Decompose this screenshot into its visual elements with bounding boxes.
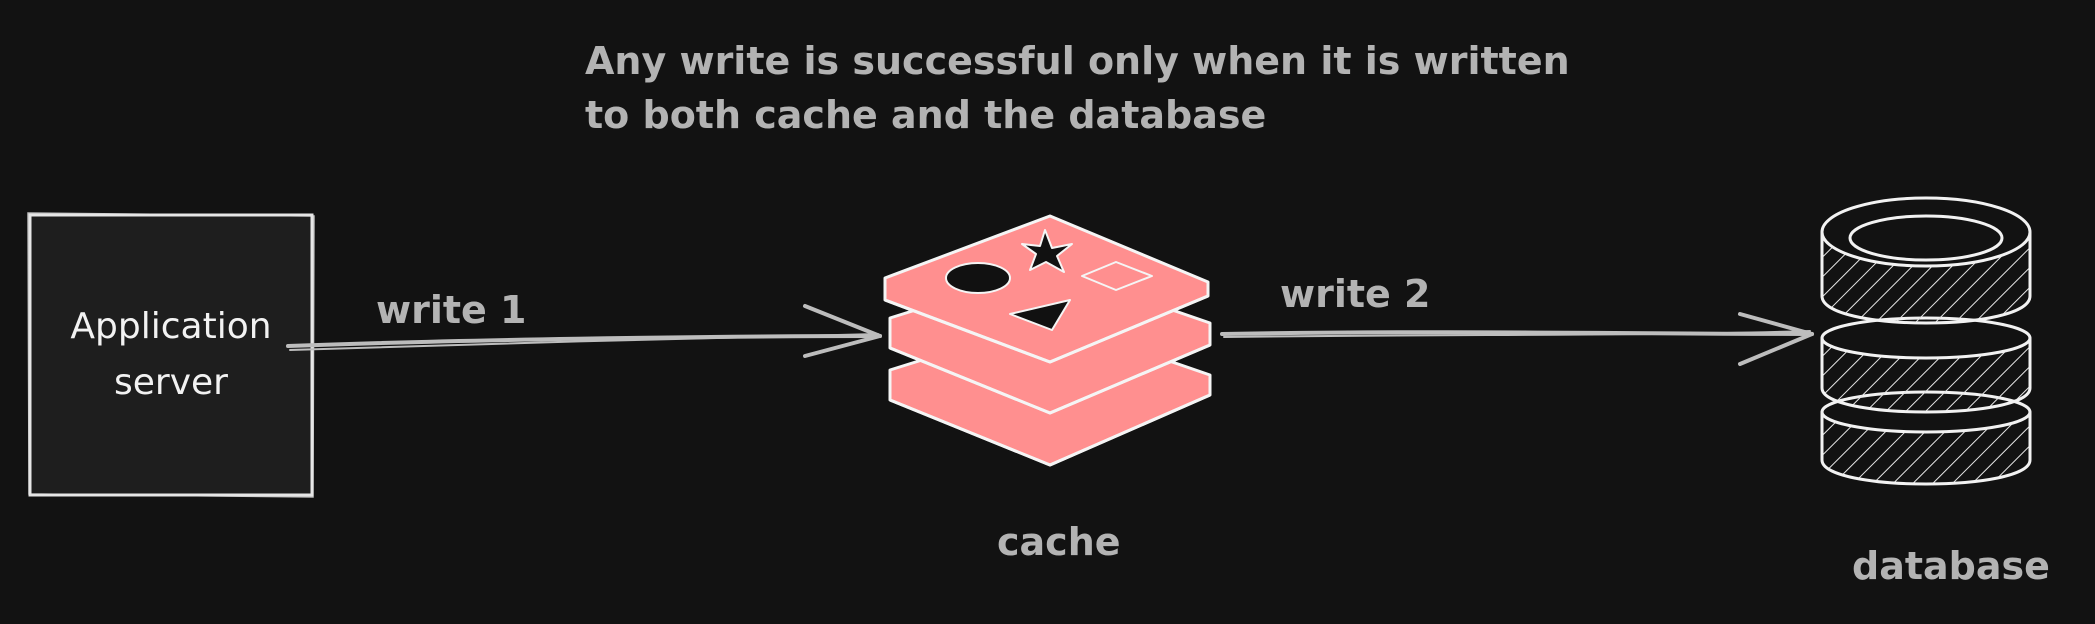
cache-icon (883, 214, 1212, 467)
write-2-label: write 2 (1280, 272, 1431, 316)
arrow-write-1 (286, 304, 882, 358)
database-icon (1820, 196, 2032, 486)
app-server-label: Application server (70, 306, 272, 403)
app-server-box (27, 212, 315, 498)
database-label: database (1852, 544, 2050, 588)
diagram-heading: Any write is successful only when it is … (585, 39, 1570, 137)
arrow-write-2 (1220, 312, 1814, 366)
cache-label: cache (997, 520, 1121, 564)
write-1-label: write 1 (376, 288, 527, 332)
